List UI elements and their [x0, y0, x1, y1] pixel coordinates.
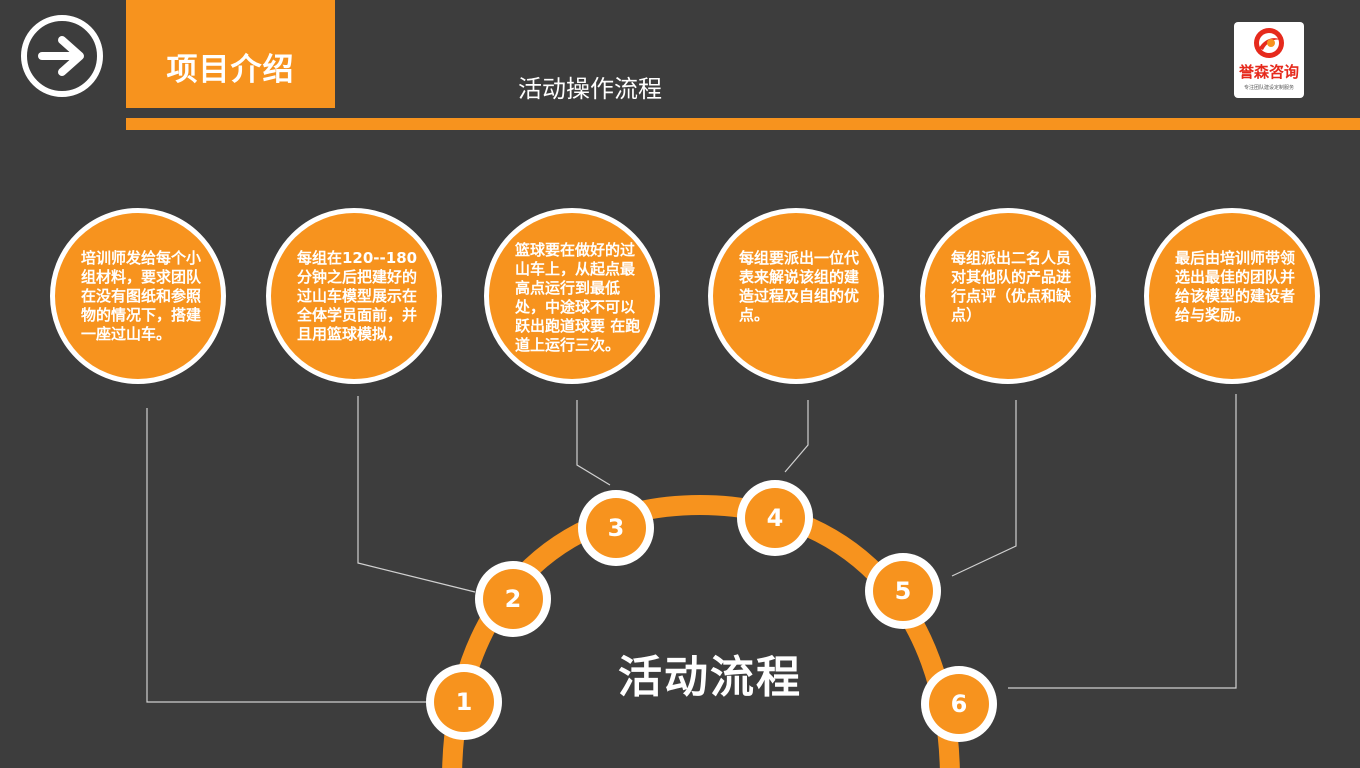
step-description: 培训师发给每个小组材料，要求团队在没有图纸和参照物的情况下，搭建一座过山车。 — [81, 249, 202, 343]
logo-mark-icon — [1254, 28, 1284, 58]
step-node-1[interactable]: 1 — [426, 664, 502, 740]
step-bubble-3: 篮球要在做好的过山车上，从起点最高点运行到最低处，中途球不可以跃出跑道球要 在跑… — [484, 208, 660, 384]
step-bubble-5: 每组派出二名人员对其他队的产品进行点评（优点和缺点） — [920, 208, 1096, 384]
step-description: 每组要派出一位代表来解说该组的建造过程及自组的优点。 — [739, 249, 860, 324]
step-number: 1 — [434, 672, 494, 732]
logo-tagline: 专注团队建设定制服务 — [1243, 85, 1294, 91]
process-title: 活动流程 — [618, 652, 802, 703]
step-description: 每组派出二名人员对其他队的产品进行点评（优点和缺点） — [951, 249, 1072, 324]
step-node-6[interactable]: 6 — [921, 666, 997, 742]
connector-2 — [357, 396, 476, 593]
step-number: 3 — [586, 498, 646, 558]
step-node-5[interactable]: 5 — [865, 553, 941, 629]
connector-6 — [1008, 394, 1237, 689]
step-bubble-1: 培训师发给每个小组材料，要求团队在没有图纸和参照物的情况下，搭建一座过山车。 — [50, 208, 226, 384]
step-number: 4 — [745, 488, 805, 548]
connector-3 — [576, 400, 611, 486]
step-bubble-6: 最后由培训师带领选出最佳的团队并给该模型的建设者给与奖励。 — [1144, 208, 1320, 384]
step-node-3[interactable]: 3 — [578, 490, 654, 566]
page-subtitle: 活动操作流程 — [518, 75, 662, 103]
step-number: 2 — [483, 569, 543, 629]
connector-4 — [784, 400, 809, 473]
step-bubble-2: 每组在120--180分钟之后把建好的过山车模型展示在全体学员面前，并且用篮球模… — [266, 208, 442, 384]
step-number: 6 — [929, 674, 989, 734]
header-divider — [126, 118, 1360, 130]
logo-name: 誉森咨询 — [1238, 63, 1299, 81]
connector-1 — [146, 408, 428, 703]
step-node-4[interactable]: 4 — [737, 480, 813, 556]
step-node-2[interactable]: 2 — [475, 561, 551, 637]
company-logo: 誉森咨询 专注团队建设定制服务 — [1234, 22, 1304, 98]
title-banner: 项目介绍 — [126, 0, 335, 108]
step-number: 5 — [873, 561, 933, 621]
arrow-right-circle-icon[interactable] — [18, 12, 106, 100]
step-description: 最后由培训师带领选出最佳的团队并给该模型的建设者给与奖励。 — [1175, 249, 1296, 324]
connector-5 — [951, 400, 1017, 577]
page-title: 项目介绍 — [166, 52, 295, 88]
step-description: 每组在120--180分钟之后把建好的过山车模型展示在全体学员面前，并且用篮球模… — [297, 249, 418, 343]
step-description: 篮球要在做好的过山车上，从起点最高点运行到最低处，中途球不可以跃出跑道球要 在跑… — [515, 241, 641, 354]
step-bubble-4: 每组要派出一位代表来解说该组的建造过程及自组的优点。 — [708, 208, 884, 384]
